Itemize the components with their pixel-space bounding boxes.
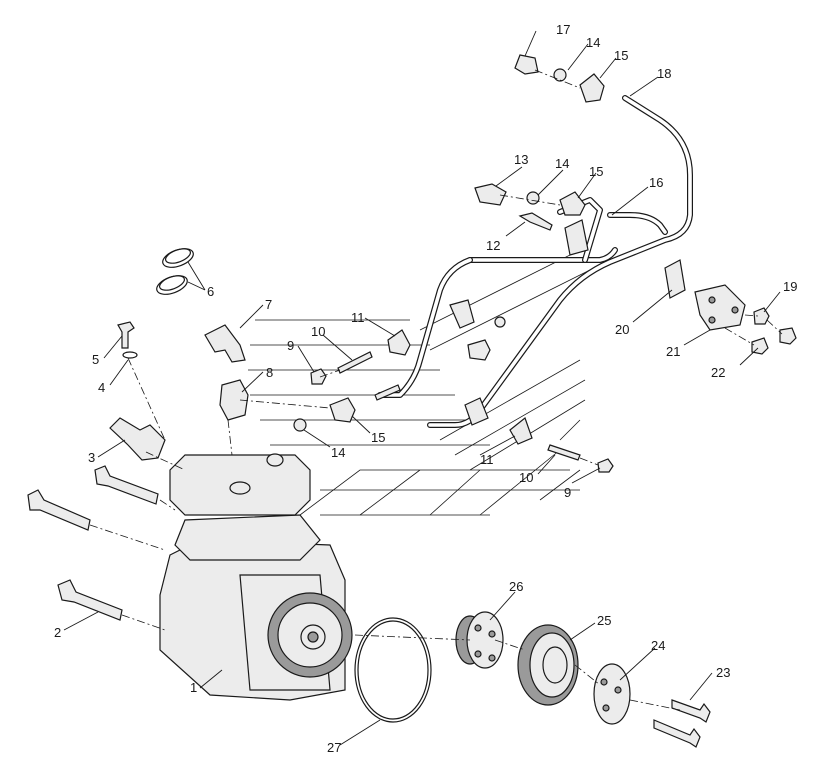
callout-c10a: 10 — [311, 324, 325, 339]
callout-c15b: 15 — [589, 164, 603, 179]
callout-c1: 1 — [190, 680, 197, 695]
callout-c27: 27 — [327, 740, 341, 755]
callout-c16: 16 — [649, 175, 663, 190]
callout-c21: 21 — [666, 344, 680, 359]
bolts-23 — [653, 699, 711, 748]
callout-c26: 26 — [509, 579, 523, 594]
callout-c20: 20 — [615, 322, 629, 337]
clips-11 — [387, 299, 533, 445]
fittings-left — [109, 321, 166, 461]
callout-c2: 2 — [54, 625, 61, 640]
callout-c7: 7 — [265, 297, 272, 312]
callout-c14c: 14 — [331, 445, 345, 460]
callout-c5: 5 — [92, 352, 99, 367]
callout-c14b: 14 — [555, 156, 569, 171]
callout-c10b: 10 — [519, 470, 533, 485]
callout-c9b: 9 — [564, 485, 571, 500]
callout-c13: 13 — [514, 152, 528, 167]
callout-labels: 1234567899101011111213141414151515161718… — [54, 22, 797, 755]
callout-c6: 6 — [207, 284, 214, 299]
callout-c17: 17 — [556, 22, 570, 37]
callout-c24: 24 — [651, 638, 665, 653]
callout-c9a: 9 — [287, 338, 294, 353]
callout-c14a: 14 — [586, 35, 600, 50]
callout-c25: 25 — [597, 613, 611, 628]
callout-c19: 19 — [783, 279, 797, 294]
top-fittings — [474, 54, 605, 256]
callout-c22: 22 — [711, 365, 725, 380]
elbow-7 — [204, 324, 246, 363]
bracket-parts — [664, 259, 797, 355]
small-fittings — [293, 316, 614, 473]
callout-c18: 18 — [657, 66, 671, 81]
plate-24 — [593, 663, 631, 725]
callout-c12: 12 — [486, 238, 500, 253]
assembly-axes — [89, 69, 783, 711]
gear-25 — [517, 624, 579, 706]
o-ring-27 — [354, 617, 432, 723]
callout-c15c: 15 — [371, 430, 385, 445]
pipe-assembly — [377, 95, 693, 428]
callout-c15a: 15 — [614, 48, 628, 63]
nut-8 — [219, 379, 249, 421]
callout-c23: 23 — [716, 665, 730, 680]
callout-c8: 8 — [266, 365, 273, 380]
callout-c4: 4 — [98, 380, 105, 395]
leader-lines — [63, 30, 781, 746]
hose-clamps-6 — [156, 248, 194, 295]
callout-c3: 3 — [88, 450, 95, 465]
bolts-2 — [27, 465, 159, 621]
callout-c11a: 11 — [351, 310, 365, 325]
air-compressor — [159, 453, 353, 701]
callout-c11b: 11 — [480, 452, 494, 467]
